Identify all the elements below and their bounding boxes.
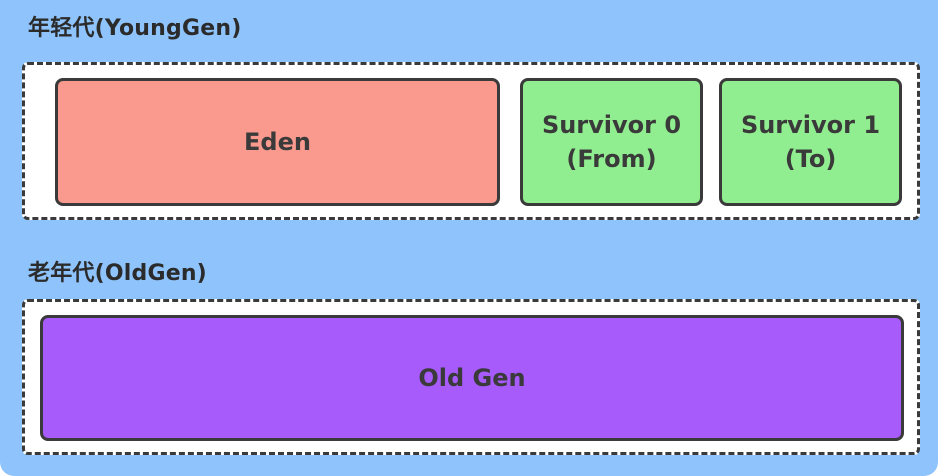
survivor-0-region: Survivor 0 (From) (520, 78, 703, 206)
old-gen-region: Old Gen (40, 315, 904, 441)
survivor-0-label: Survivor 0 (541, 111, 682, 139)
eden-region: Eden (55, 78, 500, 206)
survivor-1-region: Survivor 1 (To) (719, 78, 902, 206)
eden-label: Eden (244, 128, 311, 156)
survivor-0-sublabel: (From) (566, 145, 657, 173)
survivor-1-label: Survivor 1 (740, 111, 881, 139)
old-generation-title: 老年代(OldGen) (28, 261, 207, 286)
young-generation-title: 年轻代(YoungGen) (28, 16, 242, 41)
survivor-1-sublabel: (To) (784, 145, 837, 173)
old-gen-label: Old Gen (418, 364, 526, 392)
